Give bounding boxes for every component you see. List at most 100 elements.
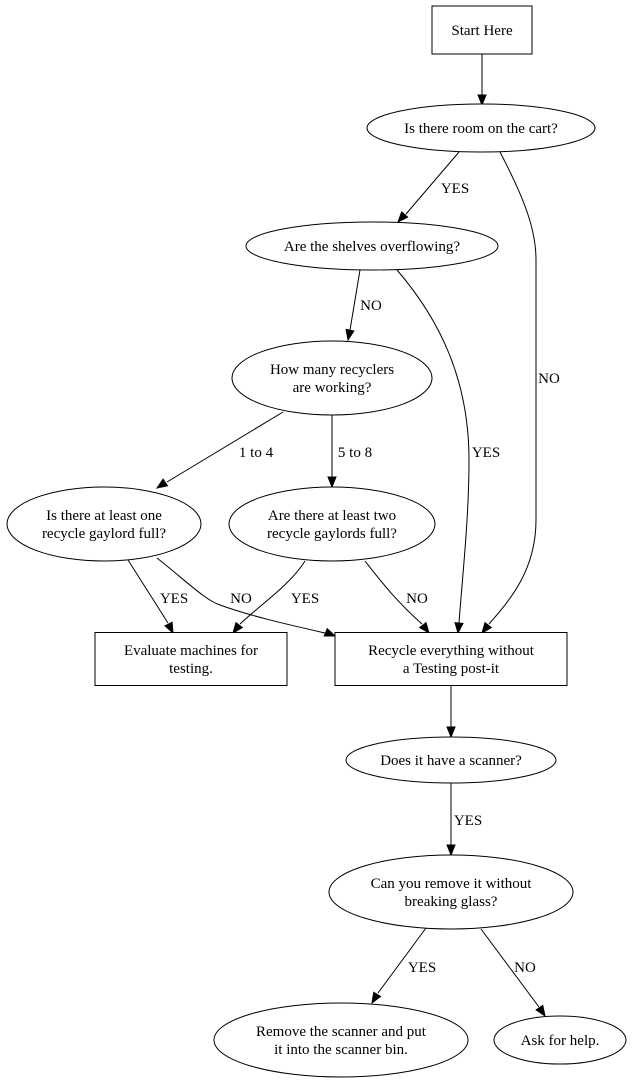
edge-line xyxy=(364,560,423,625)
edge-label: YES xyxy=(441,181,469,197)
edge-line xyxy=(488,151,537,625)
node-recycle: Recycle everything without a Testing post… xyxy=(334,632,568,686)
process-box xyxy=(431,5,533,55)
edge-label: NO xyxy=(230,591,252,607)
edge-howmany-one xyxy=(155,411,284,489)
decision-ellipse xyxy=(328,854,574,930)
edge-line xyxy=(396,269,470,624)
node-label: Can you remove it without xyxy=(371,876,533,892)
edge-label: NO xyxy=(538,371,560,387)
node-label: Recycle everything without xyxy=(368,643,535,659)
edge-line xyxy=(166,411,284,483)
edge-shelves-recycle xyxy=(396,269,470,635)
node-start: Start Here xyxy=(431,5,533,55)
edge-howmany-two xyxy=(327,415,337,489)
node-scanner: Does it have a scanner? xyxy=(345,736,557,784)
node-label: Remove the scanner and put xyxy=(256,1024,427,1040)
edge-one-evaluate xyxy=(127,559,174,635)
edge-two-recycle xyxy=(364,560,430,635)
node-removable: Can you remove it without breaking glass? xyxy=(328,854,574,930)
edge-label: YES xyxy=(454,813,482,829)
node-label: breaking glass? xyxy=(405,894,498,910)
arrowhead-icon xyxy=(397,211,409,224)
process-box xyxy=(94,632,288,686)
arrowhead-icon xyxy=(345,328,355,342)
arrowhead-icon xyxy=(535,1004,546,1018)
node-label: it into the scanner bin. xyxy=(274,1042,408,1058)
edge-label: NO xyxy=(406,591,428,607)
arrowhead-icon xyxy=(446,844,456,857)
node-label: Are there at least two xyxy=(268,508,396,524)
edge-two-evaluate xyxy=(232,560,306,635)
edge-room-shelves xyxy=(397,151,460,224)
decision-ellipse xyxy=(493,1015,627,1065)
arrowhead-icon xyxy=(481,621,493,635)
decision-ellipse xyxy=(345,736,557,784)
nodes-layer: Start Here Is there room on the cart? Are … xyxy=(6,5,627,1078)
edge-labels-layer: YES NO NO YES 1 to 4 5 to 8 YES NO YES NO YES YES NO xyxy=(160,181,560,976)
node-room: Is there room on the cart? xyxy=(366,103,596,153)
arrowhead-icon xyxy=(232,621,244,635)
arrowhead-icon xyxy=(454,622,464,635)
edge-label: YES xyxy=(160,591,188,607)
edge-line xyxy=(127,559,169,624)
edge-label: 5 to 8 xyxy=(338,445,372,461)
node-label: Is there room on the cart? xyxy=(404,121,558,137)
node-label: Does it have a scanner? xyxy=(380,753,522,769)
node-label: recycle gaylord full? xyxy=(42,526,166,542)
edge-recycle-scanner xyxy=(446,686,456,739)
decision-ellipse xyxy=(366,103,596,153)
edge-removable-ask xyxy=(480,928,546,1018)
node-label: a Testing post-it xyxy=(403,661,500,677)
decision-ellipse xyxy=(6,486,202,562)
edge-line xyxy=(480,928,540,1008)
edges-layer xyxy=(127,54,546,1018)
edge-label: YES xyxy=(472,445,500,461)
node-two: Are there at least two recycle gaylords f… xyxy=(228,486,436,562)
arrowhead-icon xyxy=(164,621,174,635)
edge-one-recycle xyxy=(156,557,337,637)
node-shelves: Are the shelves overflowing? xyxy=(245,221,499,271)
node-label: Is there at least one xyxy=(46,508,162,524)
node-label: How many recyclers xyxy=(270,362,394,378)
edge-line xyxy=(239,560,306,625)
node-ask: Ask for help. xyxy=(493,1015,627,1065)
arrowhead-icon xyxy=(327,476,337,489)
node-howmany: How many recyclers are working? xyxy=(231,340,433,416)
arrowhead-icon xyxy=(155,478,169,489)
edge-label: NO xyxy=(360,298,382,314)
process-box xyxy=(334,632,568,686)
edge-label: YES xyxy=(408,960,436,976)
node-evaluate: Evaluate machines for testing. xyxy=(94,632,288,686)
node-remove: Remove the scanner and put it into the sc… xyxy=(213,1002,469,1078)
edge-line xyxy=(156,557,326,634)
edge-line xyxy=(349,269,361,331)
arrowhead-icon xyxy=(323,627,337,637)
arrowhead-icon xyxy=(477,94,487,107)
node-label: Evaluate machines for xyxy=(124,643,258,659)
edge-shelves-howmany xyxy=(345,269,361,342)
decision-ellipse xyxy=(228,486,436,562)
edge-room-recycle xyxy=(481,151,537,635)
decision-ellipse xyxy=(245,221,499,271)
decision-ellipse xyxy=(231,340,433,416)
node-label: Ask for help. xyxy=(521,1033,600,1049)
edge-label: NO xyxy=(514,960,536,976)
edge-line xyxy=(405,151,460,215)
arrowhead-icon xyxy=(371,991,382,1005)
edge-removable-remove xyxy=(371,927,427,1005)
node-label: Start Here xyxy=(451,23,513,39)
node-label: testing. xyxy=(169,661,213,677)
arrowhead-icon xyxy=(446,726,456,739)
edge-scanner-removable xyxy=(446,783,456,857)
node-label: recycle gaylords full? xyxy=(267,526,397,542)
decision-ellipse xyxy=(213,1002,469,1078)
edge-label: 1 to 4 xyxy=(239,445,274,461)
edge-start-room xyxy=(477,54,487,107)
node-label: are working? xyxy=(293,380,372,396)
edge-line xyxy=(377,927,427,994)
node-one: Is there at least one recycle gaylord ful… xyxy=(6,486,202,562)
node-label: Are the shelves overflowing? xyxy=(284,239,461,255)
edge-label: YES xyxy=(291,591,319,607)
